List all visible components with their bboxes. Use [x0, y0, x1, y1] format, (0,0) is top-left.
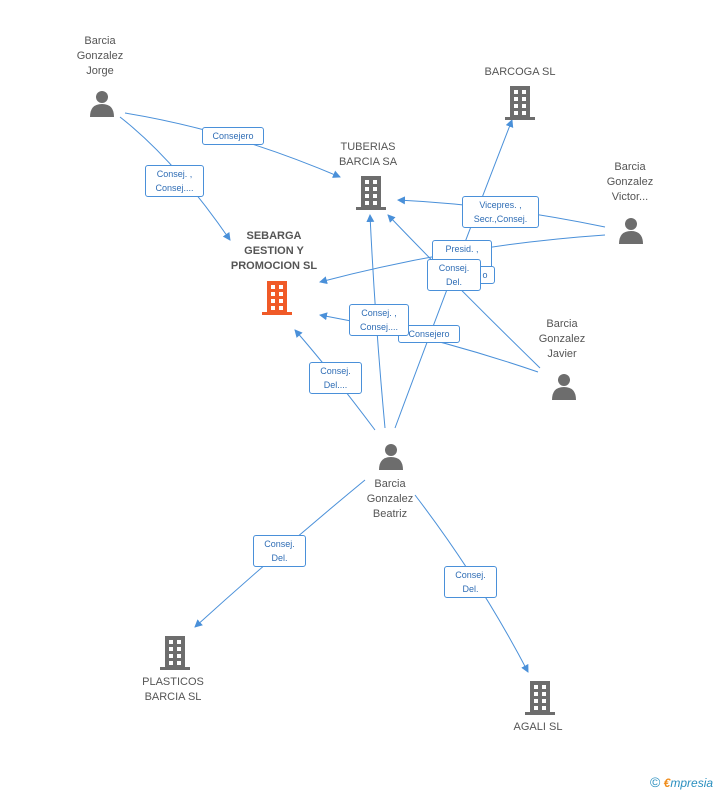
node-label-sebarga[interactable]: SEBARGA GESTION Y PROMOCION SL: [230, 230, 318, 272]
node-label-jorge[interactable]: Barcia Gonzalez Jorge: [76, 35, 124, 77]
building-icon[interactable]: [356, 176, 386, 210]
building-icon[interactable]: [160, 636, 190, 670]
building-icon[interactable]: [505, 86, 535, 120]
brand-e: €: [663, 776, 671, 790]
edge-label-beatriz-tuberias[interactable]: Consej. , Consej....: [349, 304, 409, 336]
node-label-barcoga[interactable]: BARCOGA SL: [484, 66, 556, 78]
empresia-logo[interactable]: © €mpresia: [650, 774, 713, 790]
edge-label-jorge-sebarga[interactable]: Consej. , Consej....: [145, 165, 204, 197]
node-label-tuberias[interactable]: TUBERIAS BARCIA SA: [338, 141, 398, 168]
edge-label-jorge-tuberias[interactable]: Consejero: [202, 127, 264, 145]
edge-label-beatriz-sebarga[interactable]: Consej. Del....: [309, 362, 362, 394]
person-icon[interactable]: [550, 372, 578, 400]
person-icon[interactable]: [88, 89, 116, 117]
node-label-agali[interactable]: AGALI SL: [513, 721, 563, 733]
edge-javier-tuberias: [387, 214, 541, 369]
person-icon[interactable]: [617, 216, 645, 244]
edge-label-beatriz-plasticos[interactable]: Consej. Del.: [253, 535, 306, 567]
node-label-javier[interactable]: Barcia Gonzalez Javier: [538, 318, 586, 360]
copyright-symbol: ©: [650, 774, 661, 790]
node-label-plasticos[interactable]: PLASTICOS BARCIA SL: [142, 676, 204, 703]
edge-label-victor-tuberias[interactable]: Vicepres. , Secr.,Consej.: [462, 196, 539, 228]
node-label-victor[interactable]: Barcia Gonzalez Victor...: [606, 161, 654, 203]
edge-label-beatriz-agali[interactable]: Consej. Del.: [444, 566, 497, 598]
edge-label-javier-tuberias[interactable]: Consej. Del.: [427, 259, 481, 291]
brand-text: mpresia: [670, 776, 714, 790]
node-label-beatriz[interactable]: Barcia Gonzalez Beatriz: [366, 478, 414, 520]
building-icon-focus[interactable]: [262, 281, 292, 315]
building-icon[interactable]: [525, 681, 555, 715]
person-icon[interactable]: [377, 442, 405, 470]
